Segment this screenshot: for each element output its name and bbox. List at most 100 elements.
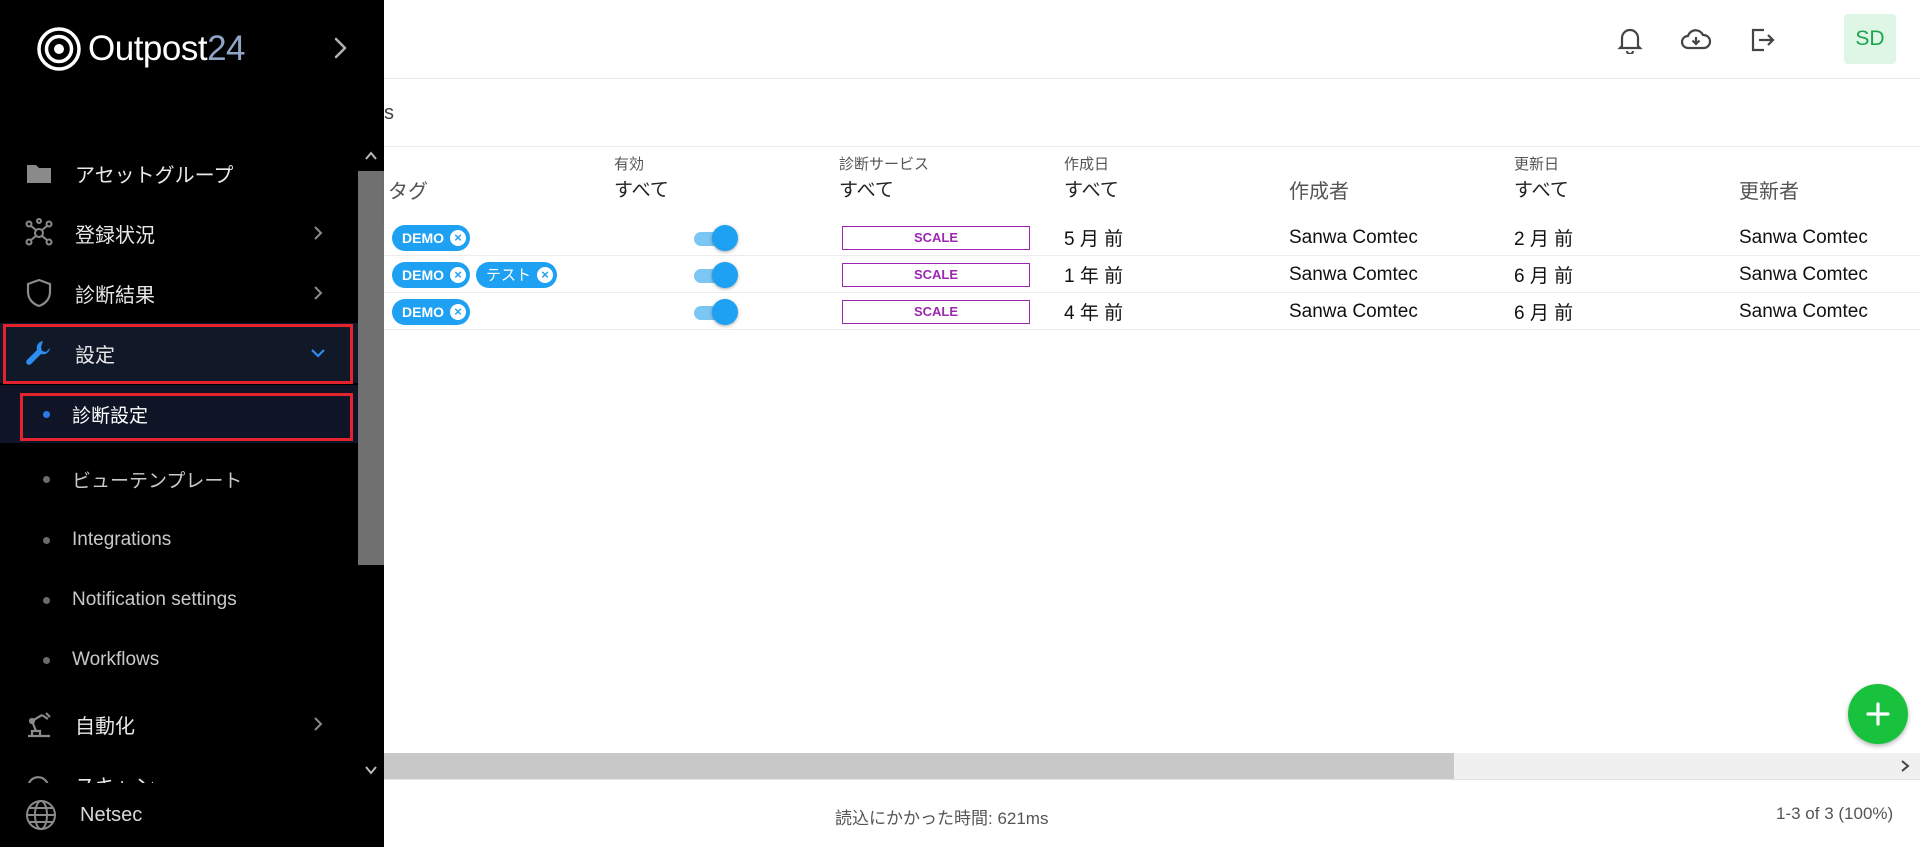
filter-value: すべて (839, 180, 894, 201)
tag-chip[interactable]: テスト× (476, 261, 558, 288)
robot-arm-icon (24, 709, 54, 739)
enabled-toggle[interactable] (692, 219, 738, 256)
sidebar-item-results[interactable]: 診断結果 (0, 263, 358, 323)
sidebar-item-automation[interactable]: 自動化 (0, 694, 358, 754)
created-cell: 5 月 前 (1064, 229, 1124, 250)
cloud-download-icon[interactable] (1680, 24, 1712, 56)
plus-icon (1866, 702, 1890, 726)
service-badge: SCALE (842, 262, 1030, 287)
sidebar-item-scan[interactable]: スキャン (0, 754, 358, 783)
remove-tag-icon[interactable]: × (450, 303, 466, 320)
logout-icon[interactable] (1746, 24, 1778, 56)
sidebar-subitem-workflows[interactable]: Workflows (0, 631, 358, 689)
remove-tag-icon[interactable]: × (537, 266, 554, 283)
chevron-right-icon (314, 286, 323, 300)
add-button[interactable] (1848, 684, 1908, 744)
globe-icon (26, 800, 56, 830)
created-cell: 4 年 前 (1064, 303, 1124, 324)
target-logo-icon (37, 27, 81, 71)
sidebar-item-label: 診断結果 (75, 284, 155, 307)
shield-icon (24, 278, 54, 308)
sidebar-subitem-integrations[interactable]: Integrations (0, 511, 358, 569)
pagination-count: 1-3 of 3 (100%) (1776, 804, 1894, 823)
table-row[interactable]: DEMO× SCALE 5 月 前 Sanwa Comtec 2 月 前 San… (384, 219, 1920, 256)
bullet-dot (43, 536, 50, 544)
created-cell: 1 年 前 (1064, 266, 1124, 287)
brand-logo[interactable]: Outpost24 (36, 26, 246, 72)
load-time-text: 読込にかかった時間: 621ms (835, 809, 1049, 828)
sidebar-subitem-notification-settings[interactable]: Notification settings (0, 571, 358, 629)
chevron-right-icon (314, 226, 323, 240)
sidebar-subitem-label: ビューテンプレート (72, 470, 243, 492)
sidebar-scrollbar[interactable] (358, 143, 384, 783)
bullet-dot (43, 410, 50, 418)
tags-cell: DEMO× (392, 293, 476, 330)
bullet-dot (43, 596, 50, 604)
page-subheader: s (384, 79, 1920, 147)
scroll-right-icon[interactable] (1896, 757, 1914, 775)
updated-by-cell: Sanwa Comtec (1739, 263, 1868, 285)
enabled-toggle[interactable] (692, 293, 738, 330)
created-by-cell: Sanwa Comtec (1289, 226, 1418, 248)
remove-tag-icon[interactable]: × (450, 266, 466, 283)
service-badge: SCALE (842, 299, 1030, 324)
bell-icon[interactable] (1614, 24, 1646, 56)
sidebar-scroll-thumb[interactable] (358, 171, 384, 565)
sidebar-item-asset-groups[interactable]: アセットグループ (0, 143, 358, 203)
sidebar-footer-label: Netsec (80, 803, 143, 826)
column-title: 更新者 (1739, 181, 1799, 203)
sidebar-item-label: 設定 (75, 344, 115, 367)
sidebar-subitem-view-templates[interactable]: ビューテンプレート (0, 450, 358, 508)
filter-value: すべて (614, 180, 669, 201)
chevron-down-icon (311, 349, 325, 358)
table-footer: 読込にかかった時間: 621ms 1-3 of 3 (100%) (384, 779, 1920, 847)
filter-value: すべて (1064, 180, 1119, 201)
bullet-dot (43, 475, 50, 483)
chevron-right-icon[interactable] (326, 34, 354, 62)
bullet-dot (43, 656, 50, 664)
updated-cell: 6 月 前 (1514, 266, 1574, 287)
scroll-up-icon[interactable] (362, 147, 380, 165)
filter-label: 更新日 (1514, 156, 1560, 173)
horizontal-scrollbar[interactable] (384, 753, 1920, 779)
column-title: タグ (388, 181, 428, 203)
sidebar-subitem-label: Notification settings (72, 589, 237, 610)
sidebar-footer[interactable]: Netsec (0, 783, 384, 847)
scroll-down-icon[interactable] (362, 761, 380, 779)
tag-chip[interactable]: DEMO× (392, 224, 470, 251)
created-by-cell: Sanwa Comtec (1289, 300, 1418, 322)
updated-by-cell: Sanwa Comtec (1739, 226, 1868, 248)
filter-label: 有効 (614, 156, 645, 173)
service-cell: SCALE (842, 293, 1030, 330)
updated-cell: 2 月 前 (1514, 229, 1574, 250)
sidebar-subitem-scan-settings[interactable]: 診断設定 (0, 385, 358, 443)
folder-icon (24, 158, 54, 188)
tag-chip[interactable]: DEMO× (392, 261, 470, 288)
sidebar-item-registration[interactable]: 登録状況 (0, 203, 358, 263)
enabled-toggle[interactable] (692, 256, 738, 293)
updated-cell: 6 月 前 (1514, 303, 1574, 324)
sidebar-item-label: 登録状況 (75, 224, 155, 247)
top-bar: SD (384, 0, 1920, 79)
sidebar-item-label: アセットグループ (75, 164, 234, 187)
table-row[interactable]: DEMO× SCALE 4 年 前 Sanwa Comtec 6 月 前 San… (384, 293, 1920, 330)
tag-chip[interactable]: DEMO× (392, 298, 470, 325)
sidebar-item-settings[interactable]: 設定 (0, 323, 358, 383)
service-cell: SCALE (842, 256, 1030, 293)
filter-label: 診断サービス (839, 156, 930, 173)
user-avatar[interactable]: SD (1844, 14, 1896, 64)
tags-cell: DEMO× テスト× (392, 256, 563, 293)
column-title: 作成者 (1289, 181, 1349, 203)
created-by-cell: Sanwa Comtec (1289, 263, 1418, 285)
sidebar-item-label: 自動化 (75, 715, 135, 738)
scan-icon (24, 769, 54, 783)
remove-tag-icon[interactable]: × (450, 229, 466, 246)
horizontal-scroll-thumb[interactable] (384, 753, 1454, 779)
sidebar-nav: アセットグループ 登録状況 診断結果 (0, 143, 358, 783)
sidebar-subitem-label: 診断設定 (72, 405, 149, 427)
filter-label: 作成日 (1064, 156, 1110, 173)
table-row[interactable]: DEMO× テスト× SCALE 1 年 前 Sanwa Comtec 6 月 … (384, 256, 1920, 293)
wrench-icon (24, 338, 54, 368)
sidebar-item-label: スキャン (75, 770, 155, 784)
service-badge: SCALE (842, 225, 1030, 250)
